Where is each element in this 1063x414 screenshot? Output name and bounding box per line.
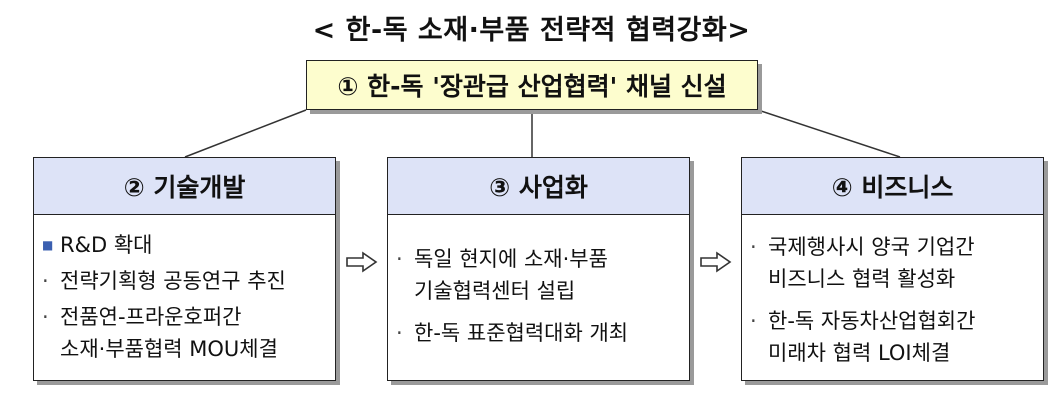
dot-bullet-icon: · xyxy=(396,321,403,345)
column-header: ② 기술개발 xyxy=(34,158,335,215)
dot-bullet-icon: · xyxy=(42,305,49,329)
top-box-ministerial-channel: ① 한-독 '장관급 산업협력' 채널 신설 xyxy=(306,60,758,110)
dot-bullet-icon: · xyxy=(750,309,757,333)
item-text: 기술협력센터 설립 xyxy=(414,279,576,303)
dot-bullet-icon: · xyxy=(750,235,757,259)
square-bullet-icon: ■ xyxy=(42,238,54,252)
item-text: 한-독 자동차산업협회간 xyxy=(768,309,976,333)
column-tech-dev: ② 기술개발 ■ R&D 확대 · 전략기획형 공동연구 추진 · 전품연-프라… xyxy=(33,157,336,381)
diagram-title: < 한-독 소재·부품 전략적 협력강화> xyxy=(312,15,751,46)
connector-to-business xyxy=(757,109,901,158)
hollow-arrow-icon xyxy=(700,251,732,273)
item-text: 미래차 협력 LOI체결 xyxy=(768,341,951,365)
item-text: 전품연-프라운호퍼간 xyxy=(60,305,242,329)
item-text: R&D 확대 xyxy=(60,233,153,257)
item-text: 국제행사시 양국 기업간 xyxy=(768,235,975,259)
list-item: · 한-독 자동차산업협회간 미래차 협력 LOI체결 xyxy=(750,305,1043,369)
column-body: ■ R&D 확대 · 전략기획형 공동연구 추진 · 전품연-프라운호퍼간 소재… xyxy=(34,215,335,365)
column-business: ④ 비즈니스 · 국제행사시 양국 기업간 비즈니스 협력 활성화 · 한-독 … xyxy=(741,157,1044,381)
list-item: · 독일 현지에 소재·부품 기술협력센터 설립 xyxy=(396,243,689,307)
list-item: · 한-독 표준협력대화 개최 xyxy=(396,317,689,349)
list-item: · 국제행사시 양국 기업간 비즈니스 협력 활성화 xyxy=(750,231,1043,295)
item-text: 독일 현지에 소재·부품 xyxy=(414,247,608,271)
list-item: ■ R&D 확대 xyxy=(42,229,335,261)
hollow-arrow-icon xyxy=(346,251,378,273)
column-header: ③ 사업화 xyxy=(388,158,689,215)
item-text: 전략기획형 공동연구 추진 xyxy=(60,269,286,293)
item-text: 한-독 표준협력대화 개최 xyxy=(414,321,629,345)
item-text: 소재·부품협력 MOU체결 xyxy=(60,337,278,361)
column-body: · 국제행사시 양국 기업간 비즈니스 협력 활성화 · 한-독 자동차산업협회… xyxy=(742,215,1043,369)
column-header: ④ 비즈니스 xyxy=(742,158,1043,215)
dot-bullet-icon: · xyxy=(396,247,403,271)
column-body: · 독일 현지에 소재·부품 기술협력센터 설립 · 한-독 표준협력대화 개최 xyxy=(388,215,689,349)
list-item: · 전품연-프라운호퍼간 소재·부품협력 MOU체결 xyxy=(42,301,335,365)
item-text: 비즈니스 협력 활성화 xyxy=(768,267,956,291)
connector-to-tech-dev xyxy=(184,109,307,158)
column-commercialization: ③ 사업화 · 독일 현지에 소재·부품 기술협력센터 설립 · 한-독 표준협… xyxy=(387,157,690,381)
top-box-label: ① 한-독 '장관급 산업협력' 채널 신설 xyxy=(337,72,727,101)
list-item: · 전략기획형 공동연구 추진 xyxy=(42,265,335,297)
dot-bullet-icon: · xyxy=(42,269,49,293)
